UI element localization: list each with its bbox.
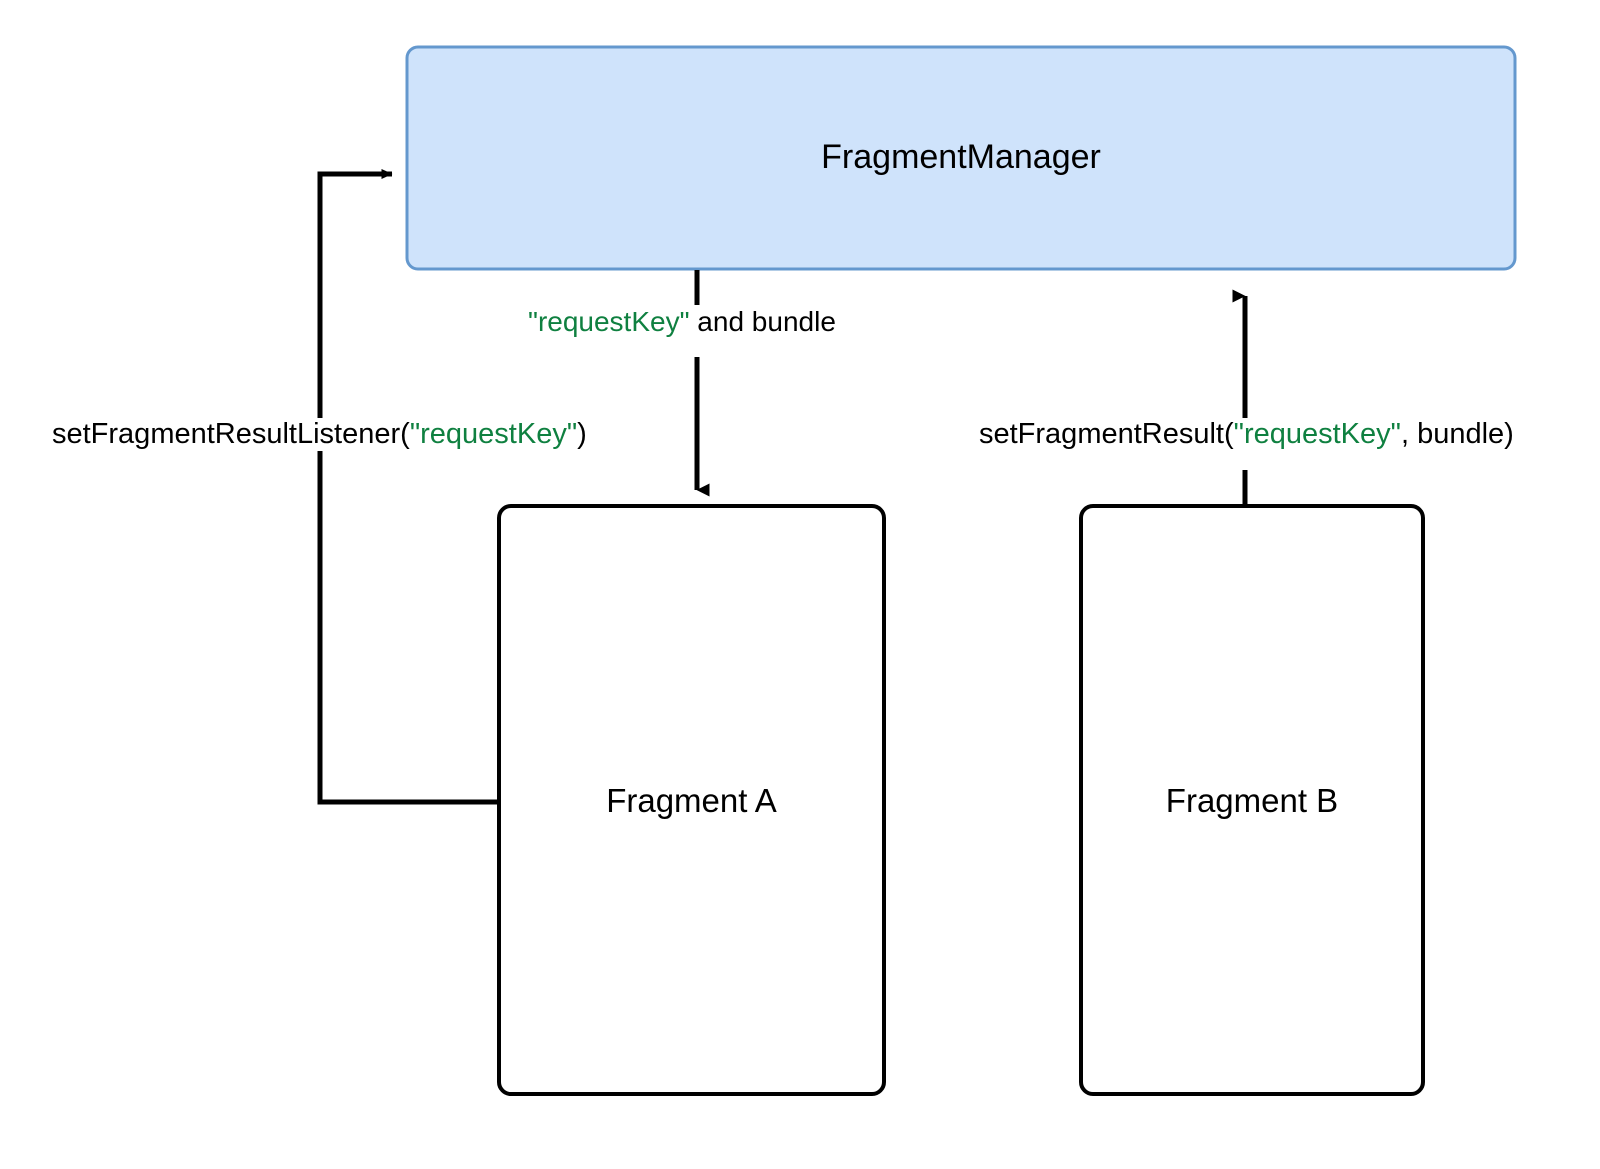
fragment-b-box[interactable] (1079, 504, 1425, 1096)
edge-deliver-suffix: and bundle (689, 306, 836, 337)
edge-label-request-key-and-bundle: "requestKey" and bundle (522, 306, 842, 338)
edge-set-result-request-key: "requestKey" (1233, 418, 1401, 450)
edge-deliver-request-key: "requestKey" (528, 306, 690, 337)
edge-listener-line (317, 169, 499, 805)
fragment-a-box[interactable] (497, 504, 886, 1096)
edge-label-set-fragment-result-listener: setFragmentResultListener("requestKey") (46, 418, 593, 451)
fragment-manager-box[interactable] (405, 45, 1517, 271)
edge-listener-request-key: "requestKey" (409, 418, 578, 450)
edge-listener-prefix: setFragmentResultListener( (52, 418, 410, 450)
edge-set-result-prefix: setFragmentResult( (979, 418, 1234, 450)
edge-label-set-fragment-result: setFragmentResult("requestKey", bundle) (973, 418, 1520, 451)
edge-set-result-suffix: , bundle) (1400, 418, 1514, 450)
edge-listener-suffix: ) (577, 418, 587, 450)
